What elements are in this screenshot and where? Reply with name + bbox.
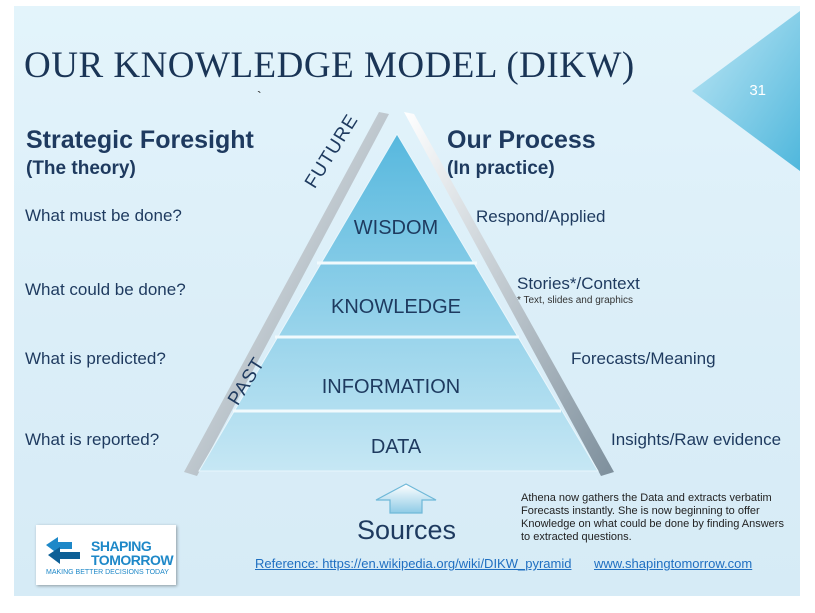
right-subheading: (In practice) <box>447 158 555 179</box>
process-item: Stories*/Context <box>517 274 640 293</box>
logo-tagline: MAKING BETTER DECISIONS TODAY <box>46 569 169 576</box>
theory-item: What must be done? <box>25 206 182 225</box>
page-title: OUR KNOWLEDGE MODEL (DIKW) <box>24 45 635 86</box>
website-link[interactable]: www.shapingtomorrow.com <box>594 556 753 571</box>
sources-label: Sources <box>357 515 457 545</box>
pyramid-body <box>198 133 599 472</box>
sources-up-arrow <box>375 483 437 514</box>
pyramid-right-rail <box>404 112 614 476</box>
athena-description: Athena now gathers the Data and extracts… <box>521 492 784 543</box>
process-footnote: * Text, slides and graphics <box>517 295 633 306</box>
pyramid-layer-information: INFORMATION <box>321 376 461 398</box>
logo-mark-icon <box>46 537 80 564</box>
theory-item: What is predicted? <box>25 349 166 368</box>
pyramid-layer-knowledge: KNOWLEDGE <box>330 296 462 318</box>
theory-item: What could be done? <box>25 280 186 299</box>
slide-graphics <box>184 11 800 514</box>
left-subheading: (The theory) <box>26 158 136 179</box>
right-heading: Our Process <box>447 126 596 154</box>
theory-item: What is reported? <box>25 430 160 449</box>
pyramid-layer-wisdom: WISDOM <box>353 217 439 239</box>
process-item: Respond/Applied <box>476 207 606 226</box>
stray-mark: ` <box>257 88 262 104</box>
shaping-tomorrow-logo[interactable]: SHAPING TOMORROW MAKING BETTER DECISIONS… <box>36 525 176 585</box>
pyramid-layer-data: DATA <box>370 436 422 458</box>
logo-text-line2: TOMORROW <box>91 552 174 568</box>
reference-link[interactable]: Reference: https://en.wikipedia.org/wiki… <box>255 556 572 571</box>
pyramid-left-rail <box>184 112 389 476</box>
slide: OUR KNOWLEDGE MODEL (DIKW) ` 31 Strategi… <box>14 6 800 596</box>
left-heading: Strategic Foresight <box>26 126 254 154</box>
process-item: Forecasts/Meaning <box>571 349 716 368</box>
corner-triangle <box>692 11 800 171</box>
process-item: Insights/Raw evidence <box>611 430 782 449</box>
logo-text-line1: SHAPING <box>91 538 152 554</box>
slide-number: 31 <box>749 82 766 99</box>
